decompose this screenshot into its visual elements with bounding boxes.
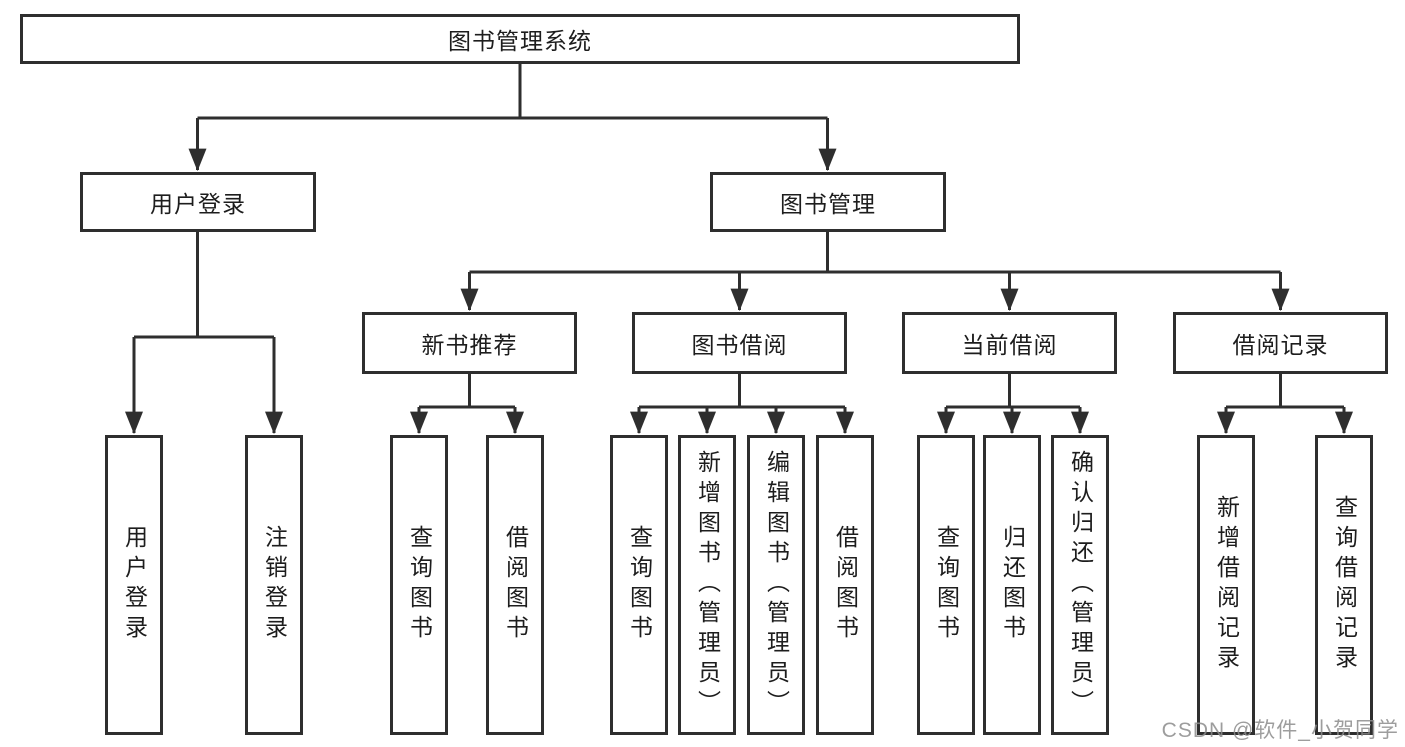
node-new-book-recommendation: 新书推荐: [362, 312, 577, 374]
leaf-query-borrow-record: 查询借阅记录: [1315, 435, 1373, 735]
leaf-borrow-books-newrec: 借阅图书: [486, 435, 544, 735]
node-book-management: 图书管理: [710, 172, 946, 232]
leaf-borrow-books-borrowing: 借阅图书: [816, 435, 874, 735]
leaf-query-books-borrowing: 查询图书: [610, 435, 668, 735]
leaf-confirm-return-admin: 确认归还（管理员）: [1051, 435, 1109, 735]
watermark: CSDN @软件_小贺同学: [1161, 719, 1399, 742]
node-book-borrowing: 图书借阅: [632, 312, 847, 374]
leaf-add-books-admin: 新增图书（管理员）: [678, 435, 736, 735]
node-current-borrowing: 当前借阅: [902, 312, 1117, 374]
leaf-return-books: 归还图书: [983, 435, 1041, 735]
leaf-add-borrow-record: 新增借阅记录: [1197, 435, 1255, 735]
connector-bus: [134, 64, 1344, 409]
node-borrowing-records: 借阅记录: [1173, 312, 1388, 374]
leaf-user-login: 用户登录: [105, 435, 163, 735]
leaf-logout: 注销登录: [245, 435, 303, 735]
node-user-login: 用户登录: [80, 172, 316, 232]
leaf-query-books-newrec: 查询图书: [390, 435, 448, 735]
leaf-query-books-current: 查询图书: [917, 435, 975, 735]
node-book-management-system: 图书管理系统: [20, 14, 1020, 64]
leaf-edit-books-admin: 编辑图书（管理员）: [747, 435, 805, 735]
